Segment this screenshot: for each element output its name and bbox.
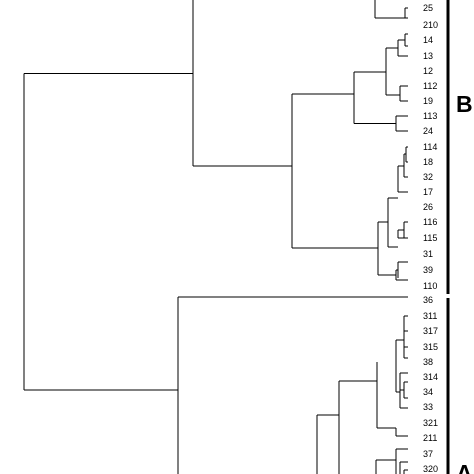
branch-b-lower-a (387, 197, 398, 248)
leaf-label: 114 (423, 142, 437, 152)
dendrogram-branches (23, 0, 408, 474)
leaf-label: 320 (423, 464, 438, 474)
leaf-label: 315 (423, 342, 438, 352)
leaf-label: 110 (423, 281, 437, 291)
branch-b-node-26-116 (403, 221, 408, 239)
leaf-label: 311 (423, 311, 437, 321)
leaf-label: 31 (423, 249, 433, 259)
leaf-label: 13 (423, 51, 433, 61)
branch-a-node-upper (376, 362, 396, 429)
leaf-label: 12 (423, 66, 433, 76)
leaf-label: 115 (423, 233, 437, 243)
leaf-label: 14 (423, 35, 433, 45)
leaf-label: 36 (423, 295, 433, 305)
branch-b-top (192, 0, 292, 167)
branch-b-node-14-13-12 (397, 39, 408, 57)
branch-a-inner (338, 380, 377, 474)
leaf-label: 321 (423, 418, 438, 428)
leaf-label: 25 (423, 3, 433, 13)
branch-a-node-311-317-315 (395, 339, 404, 393)
leaf-label: 19 (423, 96, 433, 106)
leaf-label: 18 (423, 157, 433, 167)
leaf-label: 24 (423, 126, 433, 136)
branch-b-node-114-18 (405, 146, 408, 163)
branch-a-node-211-37-320 (399, 461, 408, 474)
leaf-label: 116 (423, 217, 437, 227)
branch-b-lower (377, 221, 396, 276)
leaf-label: 211 (423, 433, 437, 443)
branch-a-node-38-314-34 (399, 372, 408, 409)
leaf-label: 32 (423, 172, 433, 182)
branch-b-main (291, 93, 378, 249)
branch-a-top (177, 296, 408, 474)
leaf-label: 26 (423, 202, 433, 212)
branch-b-node-112-19 (399, 85, 408, 102)
branch-a-node-33 (395, 428, 408, 437)
leaf-label: 37 (423, 449, 433, 459)
branch-a-node-lower (375, 448, 408, 474)
branch-b-node-113-24 (395, 115, 408, 132)
branch-b-node-39-110 (397, 261, 408, 278)
leaf-label: 112 (423, 81, 437, 91)
branch-b-node-25-210 (374, 0, 408, 19)
leaf-labels: 25 210 14 13 12 112 19 113 24 114 18 32 17 26 116 115 31… (423, 3, 438, 474)
branch-b-upper-a (385, 47, 400, 96)
branch-b-upper (353, 71, 396, 124)
leaf-label: 210 (423, 20, 438, 30)
leaf-label: 17 (423, 187, 433, 197)
leaf-label: 317 (423, 326, 438, 336)
branch-b-node-26-116-115 (397, 229, 408, 239)
leaf-label: 38 (423, 357, 433, 367)
leaf-label: 39 (423, 265, 433, 275)
leaf-label: 113 (423, 111, 437, 121)
branch-a-mid (316, 414, 339, 474)
leaf-label: 314 (423, 372, 438, 382)
branch-a-node-311-317 (403, 315, 408, 359)
cluster-label-a: A (456, 460, 473, 474)
cluster-label-b: B (456, 91, 473, 117)
leaf-label: 33 (423, 402, 433, 412)
branch-root (23, 73, 193, 391)
leaf-label: 34 (423, 387, 433, 397)
branch-b-node-14-13 (404, 33, 408, 47)
branch-b-node-114-18-32-17 (397, 165, 408, 193)
cluster-brackets: BA (446, 0, 473, 474)
